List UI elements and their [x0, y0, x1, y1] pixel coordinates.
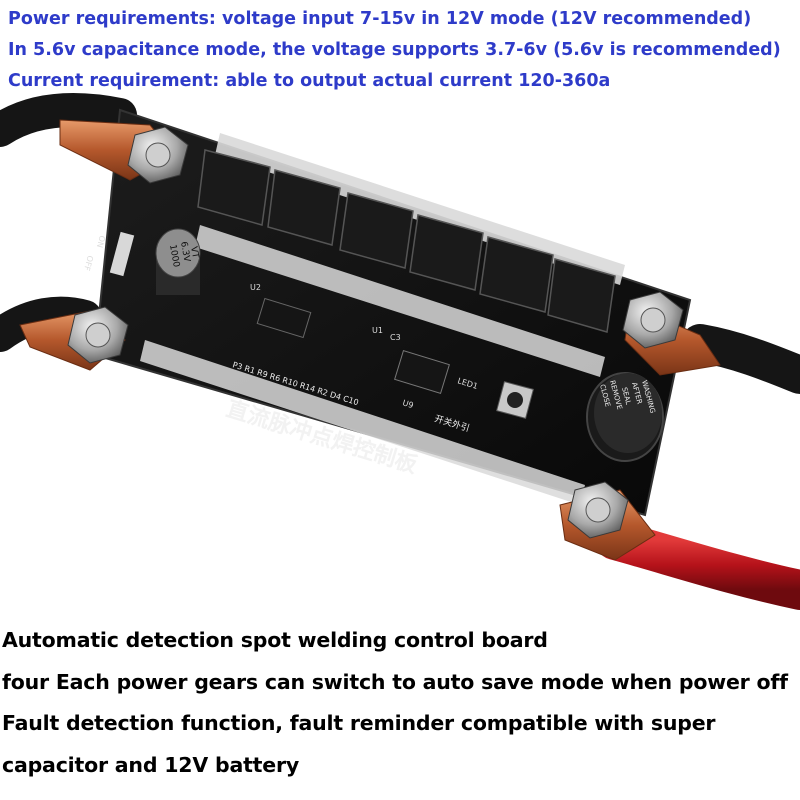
regulator-u2: [256, 297, 312, 339]
buzzer: CLOSE REMOVE SEAL AFTER WASHING: [586, 372, 664, 462]
capacitance-mode-line: In 5.6v capacitance mode, the voltage su…: [8, 40, 781, 60]
current-requirement-line: Current requirement: able to output actu…: [8, 71, 611, 91]
footer-text: Automatic detection spot welding control…: [2, 620, 800, 786]
switch-label-on: ON: [95, 234, 107, 248]
capacitor: 1000 6.3V VT: [155, 228, 201, 295]
feature-line-2: four Each power gears can switch to auto…: [2, 669, 788, 694]
microcontroller-chip: [394, 350, 450, 394]
chip-label: U9: [401, 398, 414, 410]
bolt-bottom-right: [567, 481, 629, 539]
black-wire-right: [681, 324, 800, 394]
product-photo: 1000 6.3V VT ON OFF U2 U1 C3 U9 P3 R1 R9…: [0, 93, 800, 610]
bolt-left: [67, 306, 129, 364]
slide-switch: [109, 231, 135, 277]
u2-label: U2: [250, 283, 261, 292]
power-requirement-line: Power requirements: voltage input 7-15v …: [8, 9, 752, 29]
bolt-top-left: [127, 126, 189, 184]
switch-label-off: OFF: [82, 254, 95, 272]
mosfet-row: [197, 149, 616, 333]
feature-line-3: Fault detection function, fault reminder…: [2, 711, 716, 735]
u1-label: U1: [372, 326, 383, 335]
feature-line-4: capacitor and 12V battery: [2, 752, 300, 777]
feature-line-1: Automatic detection spot welding control…: [2, 628, 548, 652]
header-text: Power requirements: voltage input 7-15v …: [8, 4, 798, 97]
cap-label-3: VT: [188, 246, 200, 260]
bolt-right: [622, 291, 684, 349]
cap-label-2: 6.3V: [178, 241, 192, 264]
c3-label: C3: [390, 333, 401, 342]
red-wire: [595, 520, 800, 610]
cap-label-1: 1000: [167, 244, 181, 269]
black-wire-top-left: [0, 93, 137, 147]
